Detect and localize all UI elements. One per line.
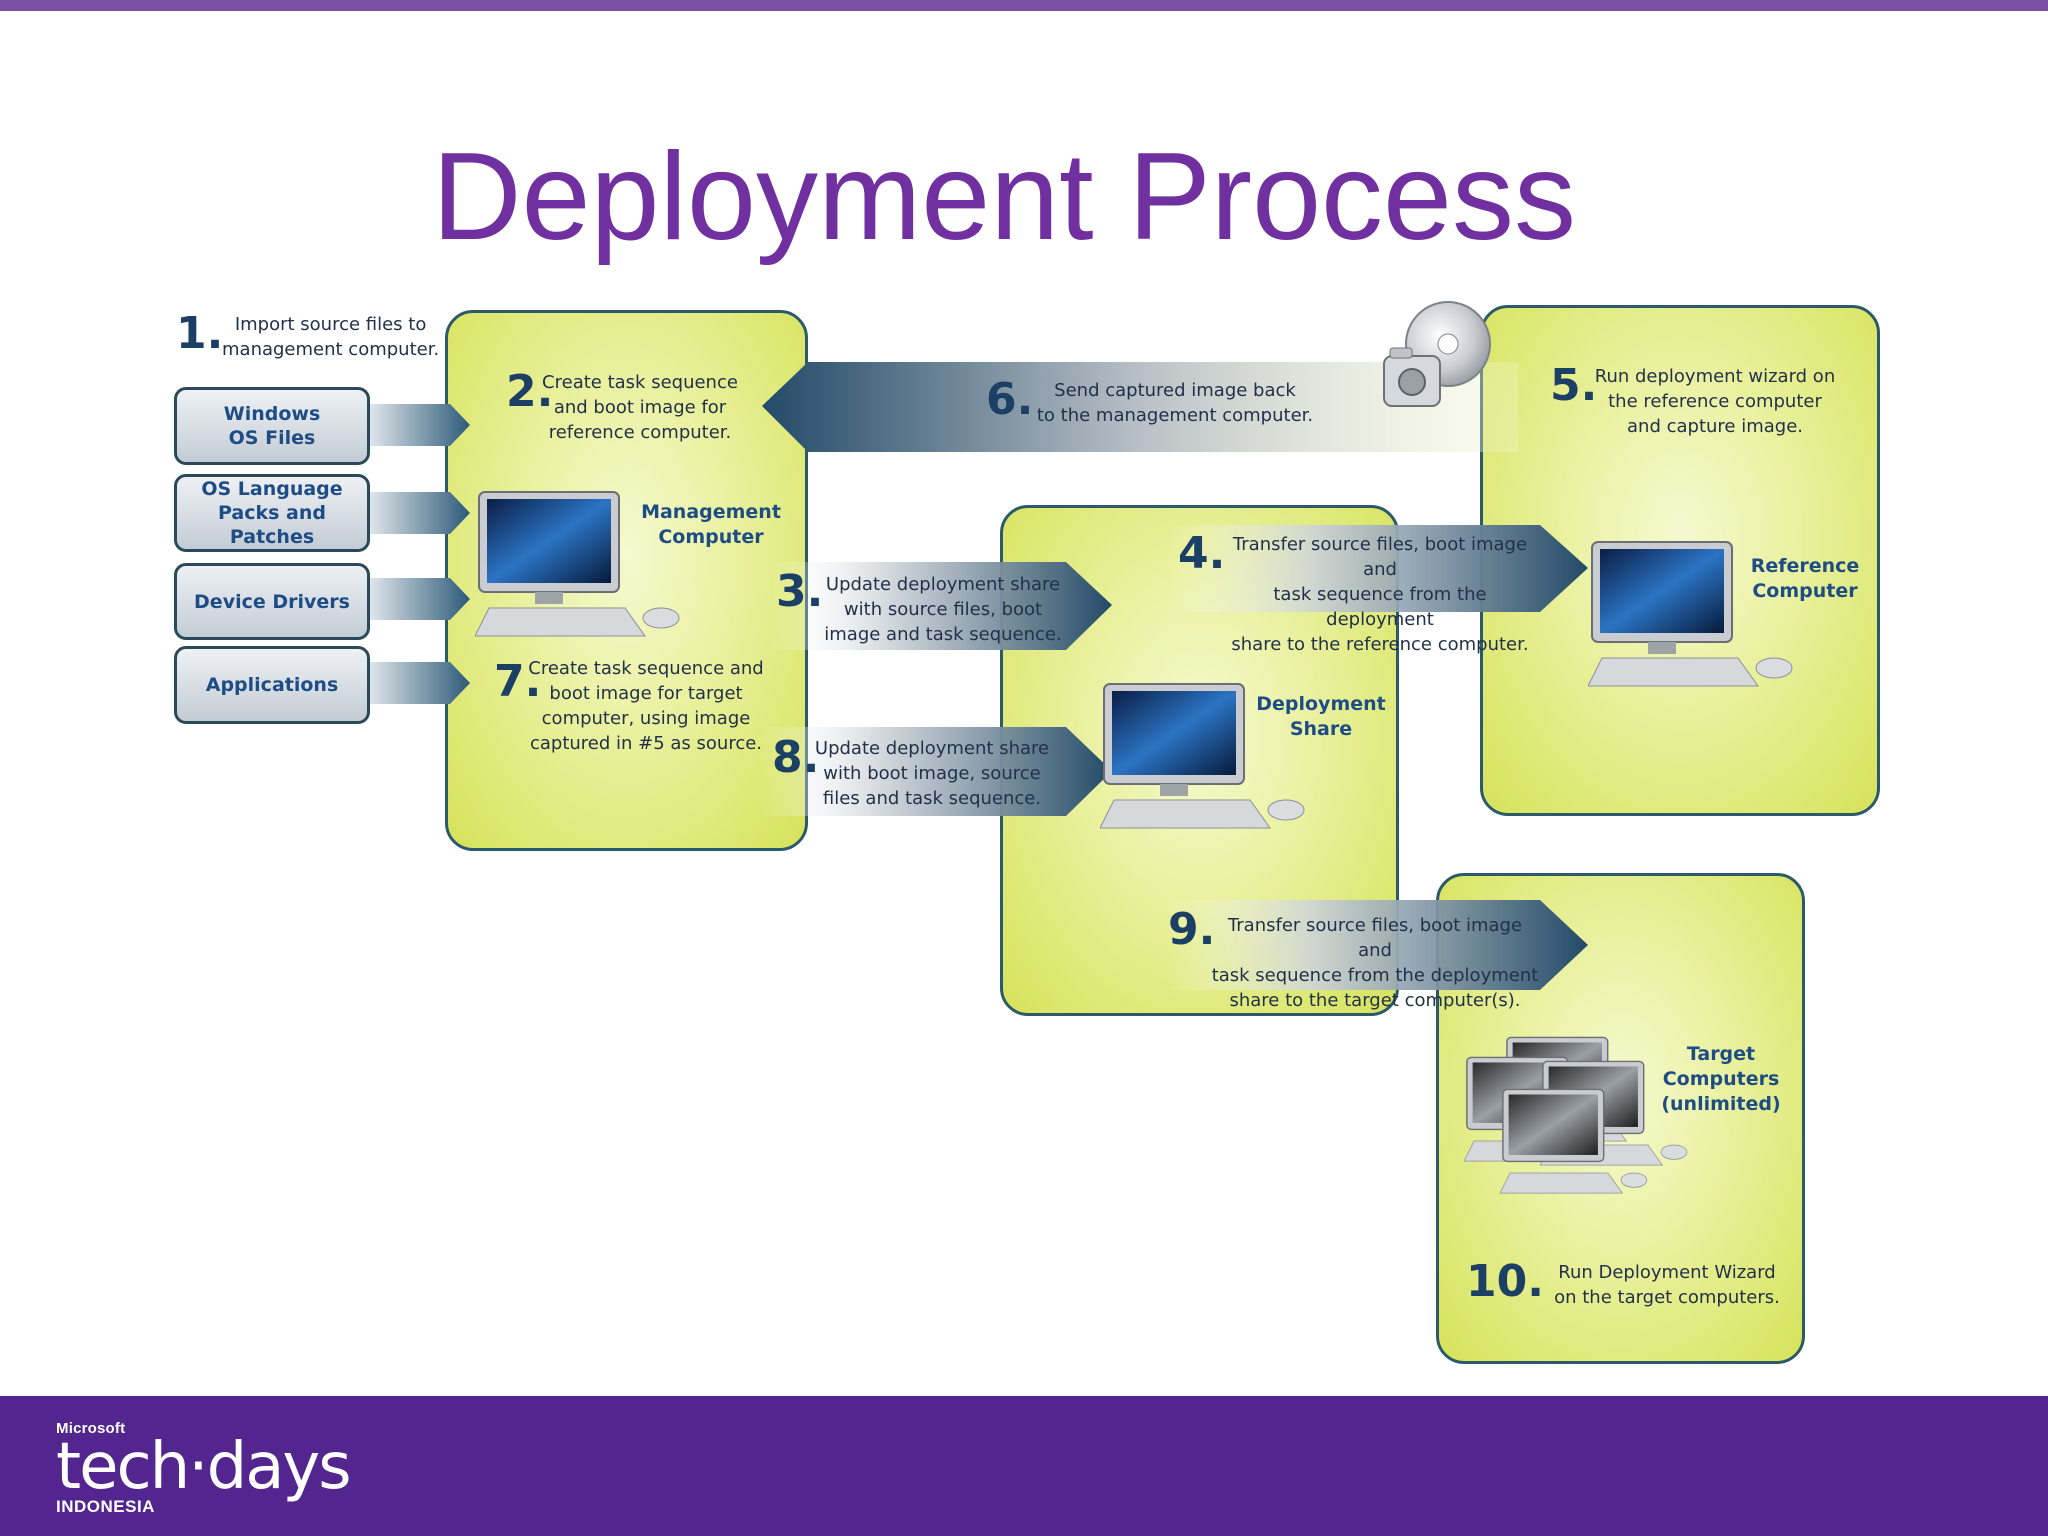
techdays-logo: Microsoft tech·days INDONESIA	[56, 1420, 352, 1517]
step-9-number: 9.	[1168, 904, 1216, 955]
slide-title: Deployment Process	[431, 128, 1577, 266]
logo-sub: INDONESIA	[56, 1497, 155, 1516]
captured-image-disc-icon	[1383, 301, 1491, 407]
target-computers-label: Target Computers (unlimited)	[1661, 1043, 1781, 1115]
source-windows-os-files: Windows OS Files	[174, 387, 370, 465]
step-4-text: Transfer source files, boot image and ta…	[1231, 534, 1529, 655]
arrow-step-6	[762, 362, 1518, 452]
reference-computer-icon	[1588, 541, 1793, 687]
step-2-number: 2.	[506, 366, 554, 417]
source-device-drivers: Device Drivers	[174, 563, 370, 640]
source-applications: Applications	[174, 646, 370, 724]
footer-bar: Microsoft tech·days INDONESIA	[0, 1396, 2048, 1536]
step-6-number: 6.	[986, 374, 1034, 425]
step-8-number: 8.	[772, 732, 820, 783]
step-8-text: Update deployment share with boot image,…	[814, 738, 1050, 809]
logo-main: tech·days	[56, 1430, 352, 1504]
logo-brand: Microsoft	[56, 1420, 126, 1437]
step-4-number: 4.	[1178, 528, 1226, 579]
step-6-text: Send captured image back to the manageme…	[1036, 380, 1314, 426]
arrow-step-3	[770, 562, 1112, 650]
step-1-number: 1.	[176, 308, 224, 359]
source-os-language-packs: OS Language Packs and Patches	[174, 474, 370, 552]
arrow-device-drivers	[370, 578, 470, 620]
arrow-applications	[370, 662, 470, 704]
step-7-number: 7.	[494, 656, 542, 707]
arrow-step-4	[1166, 525, 1588, 612]
step-3-number: 3.	[776, 566, 824, 617]
management-computer-icon	[475, 491, 680, 637]
target-computers-icon	[1464, 1036, 1688, 1194]
step-10-number: 10.	[1466, 1256, 1544, 1307]
step-3-text: Update deployment share with source file…	[824, 574, 1062, 645]
arrow-step-8	[760, 727, 1112, 816]
step-5-text: Run deployment wizard on the reference c…	[1594, 366, 1836, 437]
deployment-share-computer-icon	[1100, 683, 1305, 829]
top-accent-bar	[0, 0, 2048, 11]
arrow-language-packs	[370, 492, 470, 534]
arrow-step-9	[1166, 900, 1588, 990]
step-1-text: Import source files to management comput…	[222, 314, 440, 360]
step-2-text: Create task sequence and boot image for …	[542, 372, 738, 443]
management-computer-label: Management Computer	[641, 501, 781, 548]
step-7-text: Create task sequence and boot image for …	[528, 658, 764, 754]
arrow-windows-os	[370, 404, 470, 446]
step-5-number: 5.	[1550, 360, 1598, 411]
step-9-text: Transfer source files, boot image and ta…	[1211, 915, 1539, 1011]
deployment-share-label: Deployment Share	[1256, 693, 1386, 740]
step-10-text: Run Deployment Wizard on the target comp…	[1554, 1262, 1780, 1308]
reference-computer-label: Reference Computer	[1750, 555, 1860, 602]
